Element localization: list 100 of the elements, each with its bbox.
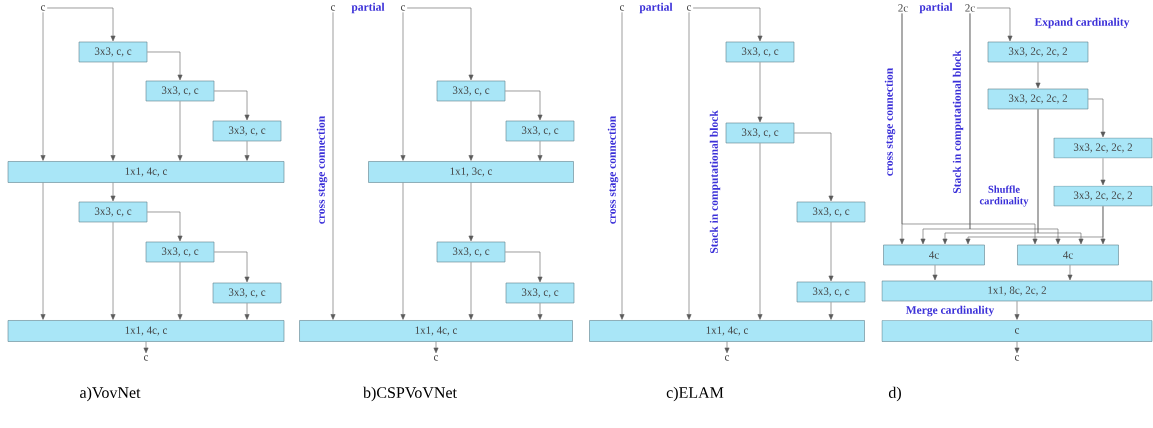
arrow (1037, 109, 1084, 245)
arrow (40, 182, 46, 320)
channel-label: c (687, 5, 692, 11)
arrow (724, 341, 730, 354)
arrow (46, 7, 116, 42)
layer-box: 3x3, 2c, 2c, 2 (987, 88, 1089, 110)
layer-box: 3x3, c, c (725, 122, 795, 144)
arrow (1035, 62, 1041, 89)
layer-box: 3x3, c, c (505, 120, 575, 142)
arrow (828, 222, 834, 282)
layer-box: 3x3, c, c (212, 282, 282, 304)
arrow (110, 62, 116, 161)
channel-label: c (144, 355, 149, 361)
layer-box: 4c (883, 244, 985, 266)
caption: b)CSPVoVNet (363, 386, 457, 402)
layer-box: 1x1, 4c, c (299, 320, 573, 342)
arrow (177, 262, 183, 320)
channel-label: c (1015, 355, 1020, 361)
annotation: Shuffle cardinality (979, 185, 1029, 207)
side-label: cross stage connection (316, 116, 328, 224)
layer-box: 3x3, c, c (505, 282, 575, 304)
annotation: partial (351, 2, 385, 14)
arrow (330, 12, 336, 320)
arrow (147, 211, 183, 242)
arrow (433, 341, 439, 354)
annotation: Merge cardinality (906, 305, 995, 317)
layer-box: 3x3, c, c (78, 201, 148, 223)
arrow (828, 302, 834, 320)
side-label: cross stage connection (884, 68, 896, 176)
channel-label: c (434, 355, 439, 361)
arrow (1014, 301, 1020, 320)
annotation: partial (639, 2, 673, 14)
arrow (40, 12, 46, 161)
arrow (177, 101, 183, 161)
annotation: Expand cardinality (1034, 17, 1130, 29)
arrow (1088, 98, 1106, 138)
arrow (1067, 265, 1073, 281)
channel-label: c (401, 5, 406, 11)
annotation: partial (919, 2, 953, 14)
caption: c)ELAM (666, 386, 724, 402)
arrow (406, 7, 474, 81)
arrow (901, 13, 1038, 245)
layer-box: 3x3, c, c (796, 281, 866, 303)
channel-label: 2c (965, 4, 975, 12)
layer-box: 3x3, c, c (436, 80, 506, 102)
arrow (468, 262, 474, 320)
side-label: Stack in computational block (952, 50, 964, 194)
arrow (143, 341, 149, 354)
arrow (619, 12, 625, 320)
arrow (537, 141, 543, 161)
arrow (757, 62, 763, 123)
layer-box: 3x3, 2c, 2c, 2 (987, 41, 1089, 63)
arrow (1014, 341, 1020, 354)
layer-box: 1x1, 4c, c (589, 320, 865, 342)
layer-box: 1x1, 4c, c (7, 320, 285, 342)
arrow (214, 90, 250, 121)
layer-box: 3x3, 2c, 2c, 2 (1053, 185, 1153, 207)
arrow (110, 182, 116, 202)
channel-label: c (725, 355, 730, 361)
arrow (214, 251, 250, 283)
arrow (757, 143, 763, 320)
layer-box: c (881, 320, 1153, 342)
arrow (244, 141, 250, 161)
layer-box: 3x3, c, c (145, 80, 215, 102)
arrow (400, 182, 406, 320)
layer-box: 1x1, 8c, 2c, 2 (881, 280, 1153, 302)
channel-label: c (41, 5, 46, 11)
channel-label: c (620, 5, 625, 11)
arrow (468, 101, 474, 161)
layer-box: 3x3, c, c (212, 120, 282, 142)
arrow (147, 51, 183, 81)
layer-box: 3x3, c, c (145, 241, 215, 263)
layer-box: 3x3, c, c (78, 41, 148, 63)
arrow (505, 90, 543, 121)
layer-box: 3x3, c, c (436, 241, 506, 263)
layer-box: 4c (1017, 244, 1119, 266)
arrow (794, 132, 834, 202)
arrow (969, 13, 1061, 245)
arrow (932, 265, 938, 281)
channel-label: 2c (898, 4, 908, 12)
arrow (1100, 206, 1106, 245)
layer-box: 1x1, 3c, c (368, 161, 574, 183)
arrow (976, 7, 1013, 42)
layer-box: 3x3, c, c (796, 201, 866, 223)
caption: d) (888, 386, 901, 402)
caption: a)VovNet (80, 386, 141, 402)
arrow (537, 303, 543, 320)
arrow (110, 222, 116, 320)
arrow (244, 303, 250, 320)
layer-box: 1x1, 4c, c (7, 161, 285, 183)
arrow (686, 12, 692, 320)
channel-label: c (331, 5, 336, 11)
arrow (692, 7, 763, 42)
side-label: cross stage connection (607, 116, 619, 224)
arrow (400, 12, 406, 161)
arrow (1100, 158, 1106, 186)
layer-box: 3x3, 2c, 2c, 2 (1053, 137, 1153, 159)
arrow (468, 182, 474, 242)
layer-box: 3x3, c, c (725, 41, 795, 63)
arrow (505, 251, 543, 283)
